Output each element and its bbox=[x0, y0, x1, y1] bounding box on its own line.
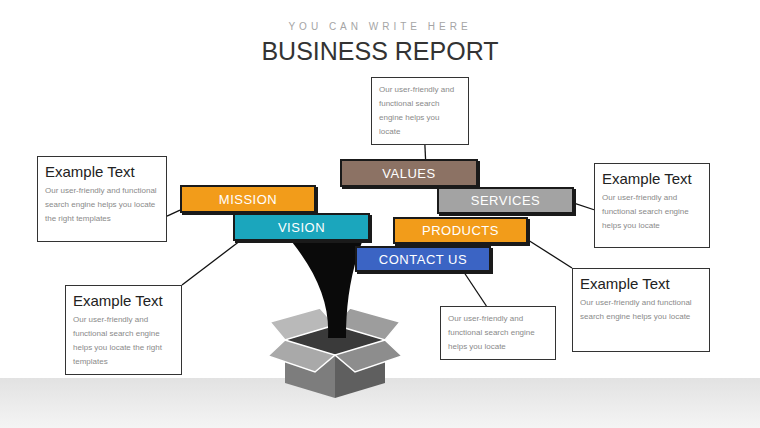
bar-label: MISSION bbox=[219, 192, 277, 207]
connector-line bbox=[574, 203, 594, 210]
card-heading: Example Text bbox=[580, 274, 702, 293]
connector-line bbox=[167, 210, 180, 216]
text-card: Our user-friendly and functional search … bbox=[371, 77, 469, 145]
text-card: Example TextOur user-friendly and functi… bbox=[572, 268, 710, 352]
bar-label: VALUES bbox=[382, 166, 435, 181]
bar-label: CONTACT US bbox=[379, 252, 467, 267]
text-card: Example TextOur user-friendly and functi… bbox=[37, 156, 167, 242]
floor-band bbox=[0, 378, 760, 428]
text-card: Example TextOur user-friendly and functi… bbox=[594, 163, 710, 248]
connector-line bbox=[424, 145, 426, 159]
bar-label: VISION bbox=[278, 220, 325, 235]
connector-line bbox=[464, 272, 487, 306]
card-heading: Example Text bbox=[602, 169, 702, 188]
card-body: Our user-friendly and functional search … bbox=[448, 312, 548, 354]
category-bar: CONTACT US bbox=[355, 246, 491, 272]
category-bar: VALUES bbox=[340, 159, 478, 187]
card-body: Our user-friendly and functional search … bbox=[602, 191, 702, 233]
card-body: Our user-friendly and functional search … bbox=[45, 184, 159, 226]
card-heading: Example Text bbox=[45, 162, 159, 181]
card-heading: Example Text bbox=[73, 291, 174, 310]
connector-line bbox=[182, 241, 240, 285]
rising-stream bbox=[292, 242, 362, 338]
text-card: Example TextOur user-friendly and functi… bbox=[65, 285, 182, 375]
connector-line bbox=[528, 240, 572, 268]
category-bar: VISION bbox=[233, 213, 370, 241]
card-body: Our user-friendly and functional search … bbox=[379, 83, 461, 139]
card-body: Our user-friendly and functional search … bbox=[73, 313, 174, 369]
card-body: Our user-friendly and functional search … bbox=[580, 296, 702, 324]
category-bar: MISSION bbox=[180, 185, 316, 213]
bar-label: SERVICES bbox=[471, 193, 541, 208]
category-bar: PRODUCTS bbox=[393, 217, 528, 244]
title: BUSINESS REPORT bbox=[0, 37, 760, 66]
subtitle: YOU CAN WRITE HERE bbox=[0, 21, 760, 32]
text-card: Our user-friendly and functional search … bbox=[440, 306, 556, 360]
bar-label: PRODUCTS bbox=[422, 223, 499, 238]
category-bar: SERVICES bbox=[437, 187, 574, 214]
